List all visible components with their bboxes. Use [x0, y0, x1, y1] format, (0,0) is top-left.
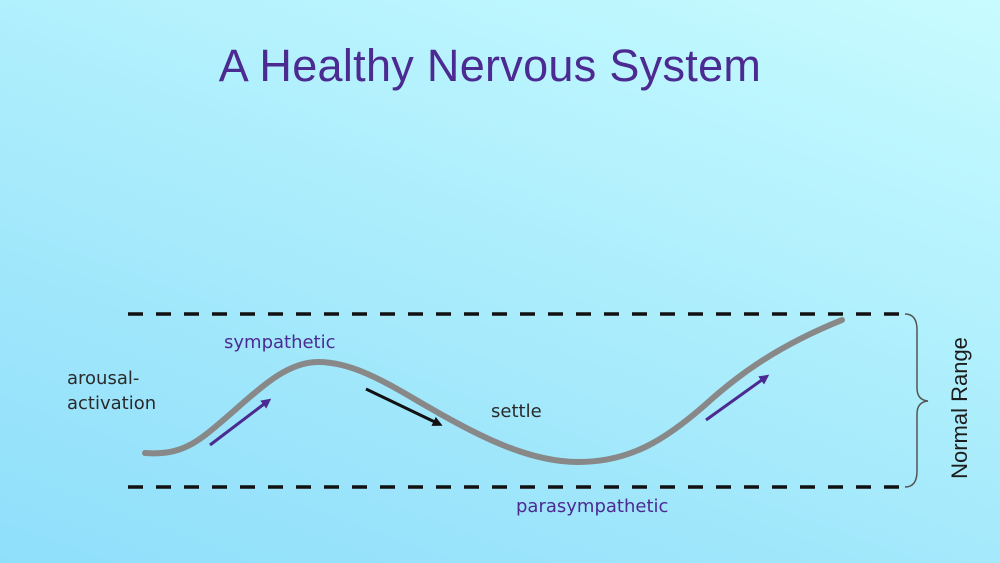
sympathetic-label: sympathetic	[224, 332, 336, 353]
normal-range-brace-icon	[904, 313, 929, 488]
slide-title: A Healthy Nervous System	[218, 40, 762, 91]
arousal-activation-label: arousal- activation	[67, 368, 156, 415]
arousal-label-line2: activation	[67, 393, 157, 414]
settle-down-arrow-icon	[365, 387, 443, 426]
settle-label: settle	[491, 401, 542, 422]
arousal-wave-curve	[142, 317, 845, 466]
rising-up-arrow-icon	[705, 374, 770, 422]
sympathetic-up-arrow-icon	[209, 398, 272, 447]
parasympathetic-label: parasympathetic	[516, 496, 669, 517]
arousal-label-line1: arousal-	[67, 368, 140, 389]
normal-range-label: Normal Range	[947, 337, 972, 479]
